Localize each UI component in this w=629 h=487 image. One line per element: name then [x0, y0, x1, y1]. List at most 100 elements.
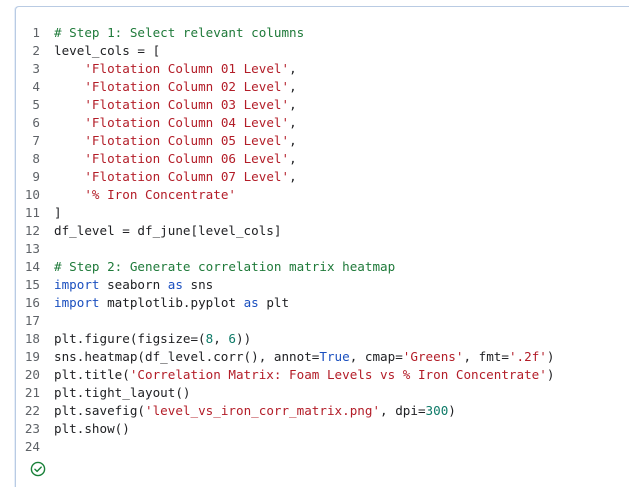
line-number: 11 — [24, 205, 40, 220]
code-token: , cmap= — [349, 349, 403, 364]
code-line: 19 sns.heatmap(df_level.corr(), annot=Tru… — [16, 348, 555, 366]
code-token: ) — [448, 403, 456, 418]
code-text: '% Iron Concentrate' — [54, 186, 236, 204]
code-token — [54, 97, 84, 112]
line-number: 20 — [24, 367, 40, 382]
code-editor[interactable]: 1 # Step 1: Select relevant columns 2 level… — [16, 24, 555, 456]
code-token: , — [289, 133, 297, 148]
code-token — [54, 61, 84, 76]
code-text: plt.title('Correlation Matrix: Foam Leve… — [54, 366, 554, 384]
line-number: 2 — [32, 43, 40, 58]
code-token: plt — [258, 295, 290, 310]
code-token: 'Flotation Column 05 Level' — [84, 133, 290, 148]
line-number: 17 — [24, 313, 40, 328]
code-line: 7 'Flotation Column 05 Level', — [16, 132, 554, 150]
code-text: ] — [54, 204, 62, 222]
code-token: , — [289, 79, 297, 94]
code-token: 'Flotation Column 04 Level' — [84, 115, 290, 130]
code-token — [54, 151, 84, 166]
line-number: 23 — [24, 421, 40, 436]
code-token: matplotlib.pyplot — [99, 295, 244, 310]
line-number: 19 — [24, 349, 40, 364]
code-line: 17 — [16, 312, 554, 330]
code-token: as — [167, 277, 183, 292]
code-token: , — [289, 61, 297, 76]
code-token: )) — [236, 331, 252, 346]
code-text: sns.heatmap(df_level.corr(), annot=True,… — [54, 348, 554, 366]
code-text: 'Flotation Column 01 Level', — [54, 60, 297, 78]
code-line: 9 'Flotation Column 07 Level', — [16, 168, 554, 186]
code-text: 'Flotation Column 02 Level', — [54, 78, 297, 96]
code-token: # Step 1: Select relevant columns — [54, 25, 305, 40]
code-token: plt.show() — [54, 421, 130, 436]
line-number: 13 — [24, 241, 40, 256]
code-text: import matplotlib.pyplot as plt — [54, 294, 289, 312]
line-number: 21 — [24, 385, 40, 400]
code-line: 13 — [16, 240, 554, 258]
line-number: 1 — [32, 25, 40, 40]
code-token: plt.title( — [54, 367, 130, 382]
code-line: 20 plt.title('Correlation Matrix: Foam Le… — [16, 366, 555, 384]
code-token: , — [289, 115, 297, 130]
code-token: import — [54, 295, 100, 310]
code-line: 23 plt.show() — [16, 420, 554, 438]
code-text: plt.show() — [54, 420, 130, 438]
code-token: ) — [546, 349, 555, 364]
check-circle-icon — [30, 461, 46, 477]
code-token: seaborn — [99, 277, 168, 292]
line-number: 5 — [32, 97, 40, 112]
code-token: as — [243, 295, 259, 310]
code-text: # Step 1: Select relevant columns — [54, 24, 304, 42]
code-text: # Step 2: Generate correlation matrix he… — [54, 258, 395, 276]
code-token: , — [289, 97, 297, 112]
code-token: , — [289, 169, 297, 184]
line-number: 9 — [32, 169, 40, 184]
code-token: 'Flotation Column 07 Level' — [84, 169, 290, 184]
code-token: plt.figure(figsize=( — [54, 331, 206, 346]
code-line: 18 plt.figure(figsize=(8, 6)) — [16, 330, 554, 348]
code-token: '.2f' — [508, 349, 547, 364]
line-number: 16 — [24, 295, 40, 310]
code-text: import seaborn as sns — [54, 276, 213, 294]
code-token: df_level = df_june[level_cols] — [54, 223, 282, 238]
code-token: 'Correlation Matrix: Foam Levels vs % Ir… — [129, 367, 547, 382]
code-token: '% Iron Concentrate' — [84, 187, 236, 202]
code-token: 'Greens' — [402, 349, 464, 364]
code-token — [54, 115, 84, 130]
line-number: 10 — [24, 187, 40, 202]
code-line: 5 'Flotation Column 03 Level', — [16, 96, 554, 114]
line-number: 3 — [32, 61, 40, 76]
code-token: 'level_vs_iron_corr_matrix.png' — [145, 403, 381, 418]
code-text: 'Flotation Column 04 Level', — [54, 114, 297, 132]
line-number: 15 — [24, 277, 40, 292]
code-text: plt.figure(figsize=(8, 6)) — [54, 330, 251, 348]
code-line: 6 'Flotation Column 04 Level', — [16, 114, 554, 132]
code-line: 11] — [16, 204, 554, 222]
code-token: 'Flotation Column 01 Level' — [84, 61, 290, 76]
code-line: 3 'Flotation Column 01 Level', — [16, 60, 554, 78]
code-token: , dpi= — [380, 403, 426, 418]
line-number: 7 — [32, 133, 40, 148]
code-token: True — [319, 349, 350, 364]
code-token: ) — [546, 367, 555, 382]
code-token: 300 — [425, 403, 449, 418]
code-cell[interactable]: 1 # Step 1: Select relevant columns 2 level… — [15, 6, 629, 487]
code-token: import — [54, 277, 100, 292]
code-token: 'Flotation Column 06 Level' — [84, 151, 290, 166]
code-line: 12 df_level = df_june[level_cols] — [16, 222, 554, 240]
code-line: 1 # Step 1: Select relevant columns — [16, 24, 554, 42]
code-token: plt.savefig( — [54, 403, 145, 418]
code-line: 14# Step 2: Generate correlation matrix … — [16, 258, 554, 276]
code-text: 'Flotation Column 06 Level', — [54, 150, 297, 168]
code-token — [54, 187, 84, 202]
code-token — [54, 133, 84, 148]
code-text: level_cols = [ — [54, 42, 160, 60]
line-number: 18 — [24, 331, 40, 346]
code-token: , — [289, 151, 297, 166]
code-token: sns — [182, 277, 214, 292]
code-text: 'Flotation Column 05 Level', — [54, 132, 297, 150]
code-line: 15 import seaborn as sns — [16, 276, 554, 294]
line-number: 12 — [24, 223, 40, 238]
